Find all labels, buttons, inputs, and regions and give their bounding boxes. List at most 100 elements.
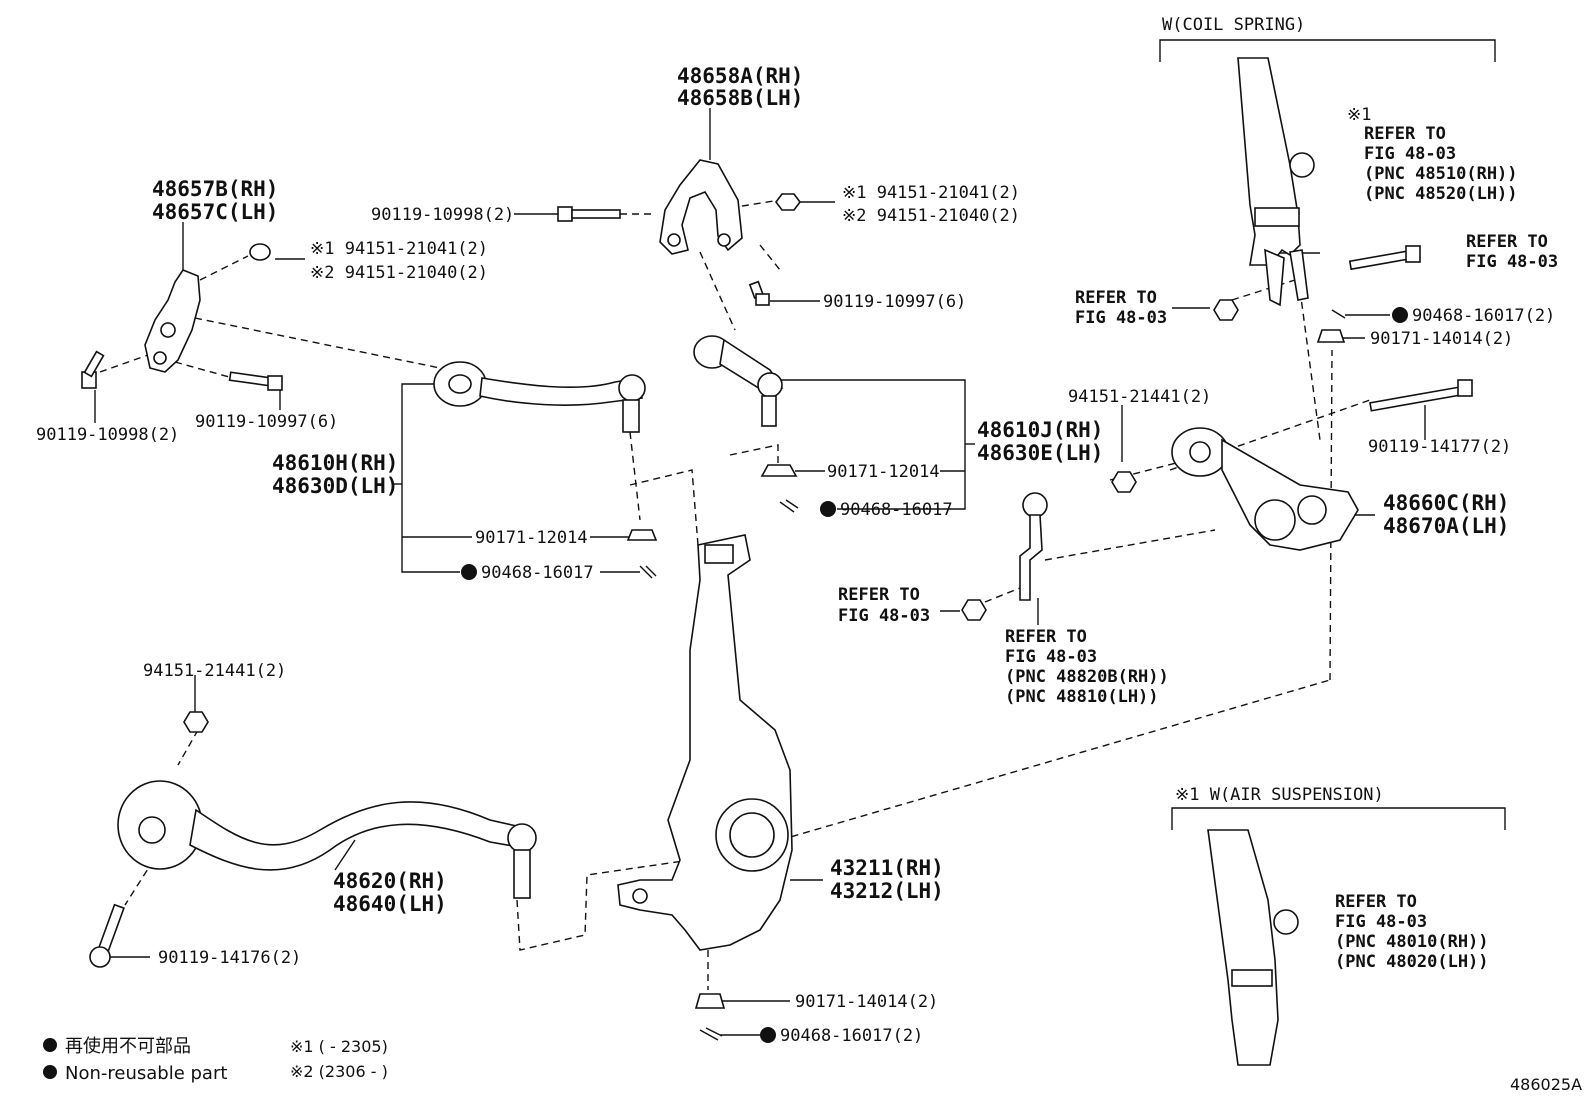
label-ref-c2: FIG 48-03 (1075, 308, 1167, 328)
label-ref-f2: FIG 48-03 (1335, 912, 1427, 932)
nut-94151-top-part (775, 193, 801, 211)
coil-spring-bracket (1159, 39, 1496, 62)
nut-94151-left-part (249, 243, 271, 261)
legend-dot-en (43, 1065, 57, 1079)
label-ref-e4: (PNC 48810(LH)) (1005, 687, 1159, 707)
label-bolt-10997-left: 90119-10997(6) (195, 412, 338, 432)
label-ref-e1: REFER TO (1005, 627, 1087, 647)
label-ref-b2: FIG 48-03 (1466, 252, 1558, 272)
label-ref-a2: FIG 48-03 (1364, 144, 1456, 164)
label-nut-note1-top: ※1 94151-21041(2) (842, 183, 1020, 203)
non-reusable-dot-mid (820, 501, 836, 517)
label-pin-16017-left: 90468-16017 (481, 563, 594, 583)
nut-stabilizer-part (961, 599, 987, 621)
bolt-10998-left-part (81, 350, 105, 389)
label-nut-12014-left: 90171-12014 (475, 528, 588, 548)
label-48610j: 48610J(RH) (977, 418, 1103, 442)
air-suspension-header: ※1 W(AIR SUSPENSION) (1175, 785, 1384, 805)
non-reusable-dot-left (461, 564, 477, 580)
legend-note1: ※1 ( - 2305) (290, 1037, 388, 1056)
pin-16017-left-part (639, 565, 657, 579)
label-ref-a4: (PNC 48520(LH)) (1364, 184, 1518, 204)
label-ref-a1: REFER TO (1364, 124, 1446, 144)
bolt-14176-part (89, 903, 125, 968)
leader-lines (94, 108, 1426, 1036)
nut-coil-part (1213, 299, 1239, 321)
bolt-10997-top-part (748, 280, 770, 306)
label-nut-note1-left: ※1 94151-21041(2) (310, 239, 488, 259)
knuckle-43211-part (617, 534, 793, 951)
label-48630e: 48630E(LH) (977, 441, 1103, 465)
label-ref-d1: REFER TO (838, 585, 920, 605)
nut-12014-mid-part (760, 464, 798, 477)
air-suspension-bracket (1171, 807, 1506, 830)
label-ref-e2: FIG 48-03 (1005, 647, 1097, 667)
nut-14014-right-part (1316, 309, 1346, 343)
bolt-14177-part (1369, 379, 1473, 412)
label-ref-f4: (PNC 48020(LH)) (1335, 952, 1489, 972)
label-nut-21441-right: 94151-21441(2) (1068, 387, 1211, 407)
label-48640: 48640(LH) (333, 892, 447, 916)
label-48658b: 48658B(LH) (677, 86, 803, 110)
nut-14014-bottom-part (694, 993, 726, 1009)
label-bolt-10998-top: 90119-10998(2) (371, 205, 514, 225)
legend-note2: ※2 (2306 - ) (290, 1062, 388, 1081)
arm-48610h-part (433, 361, 646, 433)
bolt-10998-top-part (557, 206, 621, 222)
coil-shock-part (1237, 57, 1315, 307)
pin-16017-mid-part (779, 499, 799, 513)
label-ref-d2: FIG 48-03 (838, 606, 930, 626)
air-shock-part (1207, 829, 1299, 1066)
legend-dot-jp (43, 1038, 57, 1052)
label-48630d: 48630D(LH) (272, 474, 398, 498)
bracket-48658-part (659, 159, 743, 255)
text-labels: W(COIL SPRING) ※1 W(AIR SUSPENSION) 4865… (36, 15, 1558, 1046)
label-nut-12014-mid: 90171-12014 (827, 462, 940, 482)
non-reusable-dot-right (1392, 307, 1408, 323)
label-pin-16017-mid: 90468-16017 (840, 500, 953, 520)
label-pin-16017-right: 90468-16017(2) (1412, 306, 1555, 326)
label-48660c: 48660C(RH) (1383, 491, 1509, 515)
label-48657b: 48657B(RH) (152, 177, 278, 201)
label-48670a: 48670A(LH) (1383, 514, 1509, 538)
legend-non-reusable-jp: 再使用不可部品 (65, 1036, 191, 1057)
label-nut-21441-left: 94151-21441(2) (143, 661, 286, 681)
label-bolt-10997-top: 90119-10997(6) (823, 292, 966, 312)
label-bolt-10998-left: 90119-10998(2) (36, 425, 179, 445)
nut-21441-right-part (1111, 471, 1137, 493)
label-bolt-14177: 90119-14177(2) (1368, 437, 1511, 457)
bracket-48657-part (144, 269, 201, 373)
coil-spring-header: W(COIL SPRING) (1162, 15, 1305, 35)
label-43211: 43211(RH) (830, 856, 944, 880)
label-ref-c1: REFER TO (1075, 288, 1157, 308)
label-ref-note1: ※1 (1347, 105, 1371, 125)
legend-non-reusable-en: Non-reusable part (65, 1063, 227, 1084)
pin-16017-bottom-part (699, 1027, 723, 1041)
stabilizer-link-part (1019, 492, 1048, 601)
label-nut-14014-right: 90171-14014(2) (1370, 329, 1513, 349)
label-48620: 48620(RH) (333, 869, 447, 893)
figure-id: 486025A (1510, 1075, 1582, 1094)
label-43212: 43212(LH) (830, 879, 944, 903)
label-pin-16017-bottom: 90468-16017(2) (780, 1026, 923, 1046)
assembly-dashed-lines (99, 199, 1371, 990)
label-ref-b1: REFER TO (1466, 232, 1548, 252)
label-ref-a3: (PNC 48510(RH)) (1364, 164, 1518, 184)
label-nut-note2-top: ※2 94151-21040(2) (842, 206, 1020, 226)
non-reusable-dot-bottom (760, 1027, 776, 1043)
legend: 再使用不可部品 Non-reusable part ※1 ( - 2305) ※… (43, 1036, 388, 1084)
nut-12014-left-part (626, 529, 658, 541)
label-48610h: 48610H(RH) (272, 451, 398, 475)
nut-21441-left-part (183, 711, 209, 733)
label-nut-14014-bottom: 90171-14014(2) (795, 992, 938, 1012)
arm-48610j-part (693, 335, 784, 427)
arm-48660c-part (1171, 427, 1359, 551)
label-ref-f3: (PNC 48010(RH)) (1335, 932, 1489, 952)
label-bolt-14176: 90119-14176(2) (158, 948, 301, 968)
label-ref-e3: (PNC 48820B(RH)) (1005, 667, 1169, 687)
label-48657c: 48657C(LH) (152, 200, 278, 224)
arm-48620-part (117, 780, 537, 899)
bolt-coil-part (1348, 245, 1421, 271)
